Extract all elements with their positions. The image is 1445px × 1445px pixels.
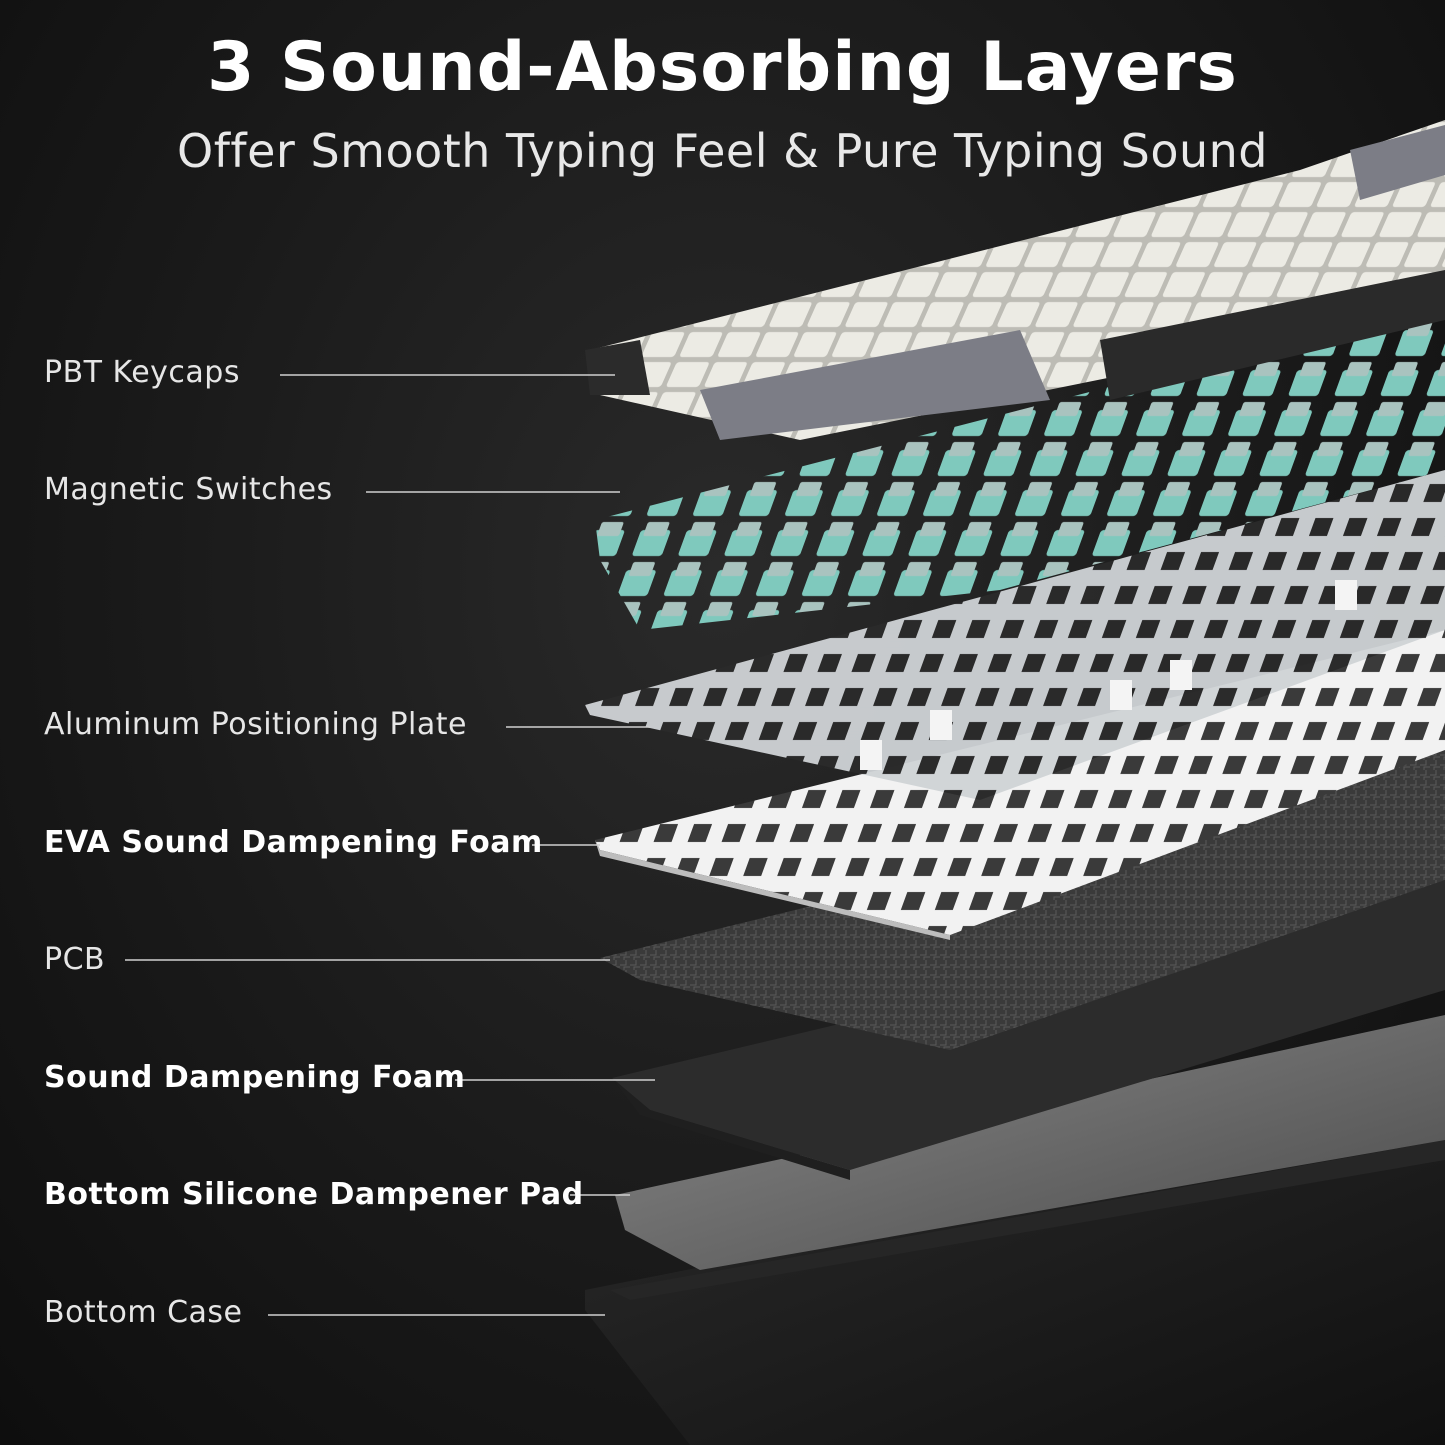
keycaps-shape [590, 120, 1445, 440]
label-bottom-case: Bottom Case [44, 1295, 243, 1330]
label-aluminum-plate: Aluminum Positioning Plate [44, 707, 467, 742]
switches-shape [595, 300, 1445, 630]
label-eva-foam: EVA Sound Dampening Foam [44, 825, 543, 860]
page-title: 3 Sound-Absorbing Layers [207, 28, 1238, 107]
aluminum-plate-shape [585, 470, 1445, 800]
label-pcb: PCB [44, 942, 106, 977]
silicone-pad-shape [615, 1015, 1445, 1270]
label-silicone-pad: Bottom Silicone Dampener Pad [44, 1177, 584, 1212]
sound-foam-shape [612, 880, 1445, 1170]
label-sound-foam: Sound Dampening Foam [44, 1060, 466, 1095]
bottom-case-shape [585, 1120, 1445, 1445]
label-magnetic-switches: Magnetic Switches [44, 472, 333, 507]
page-subtitle: Offer Smooth Typing Feel & Pure Typing S… [177, 124, 1268, 178]
label-pbt-keycaps: PBT Keycaps [44, 355, 240, 390]
